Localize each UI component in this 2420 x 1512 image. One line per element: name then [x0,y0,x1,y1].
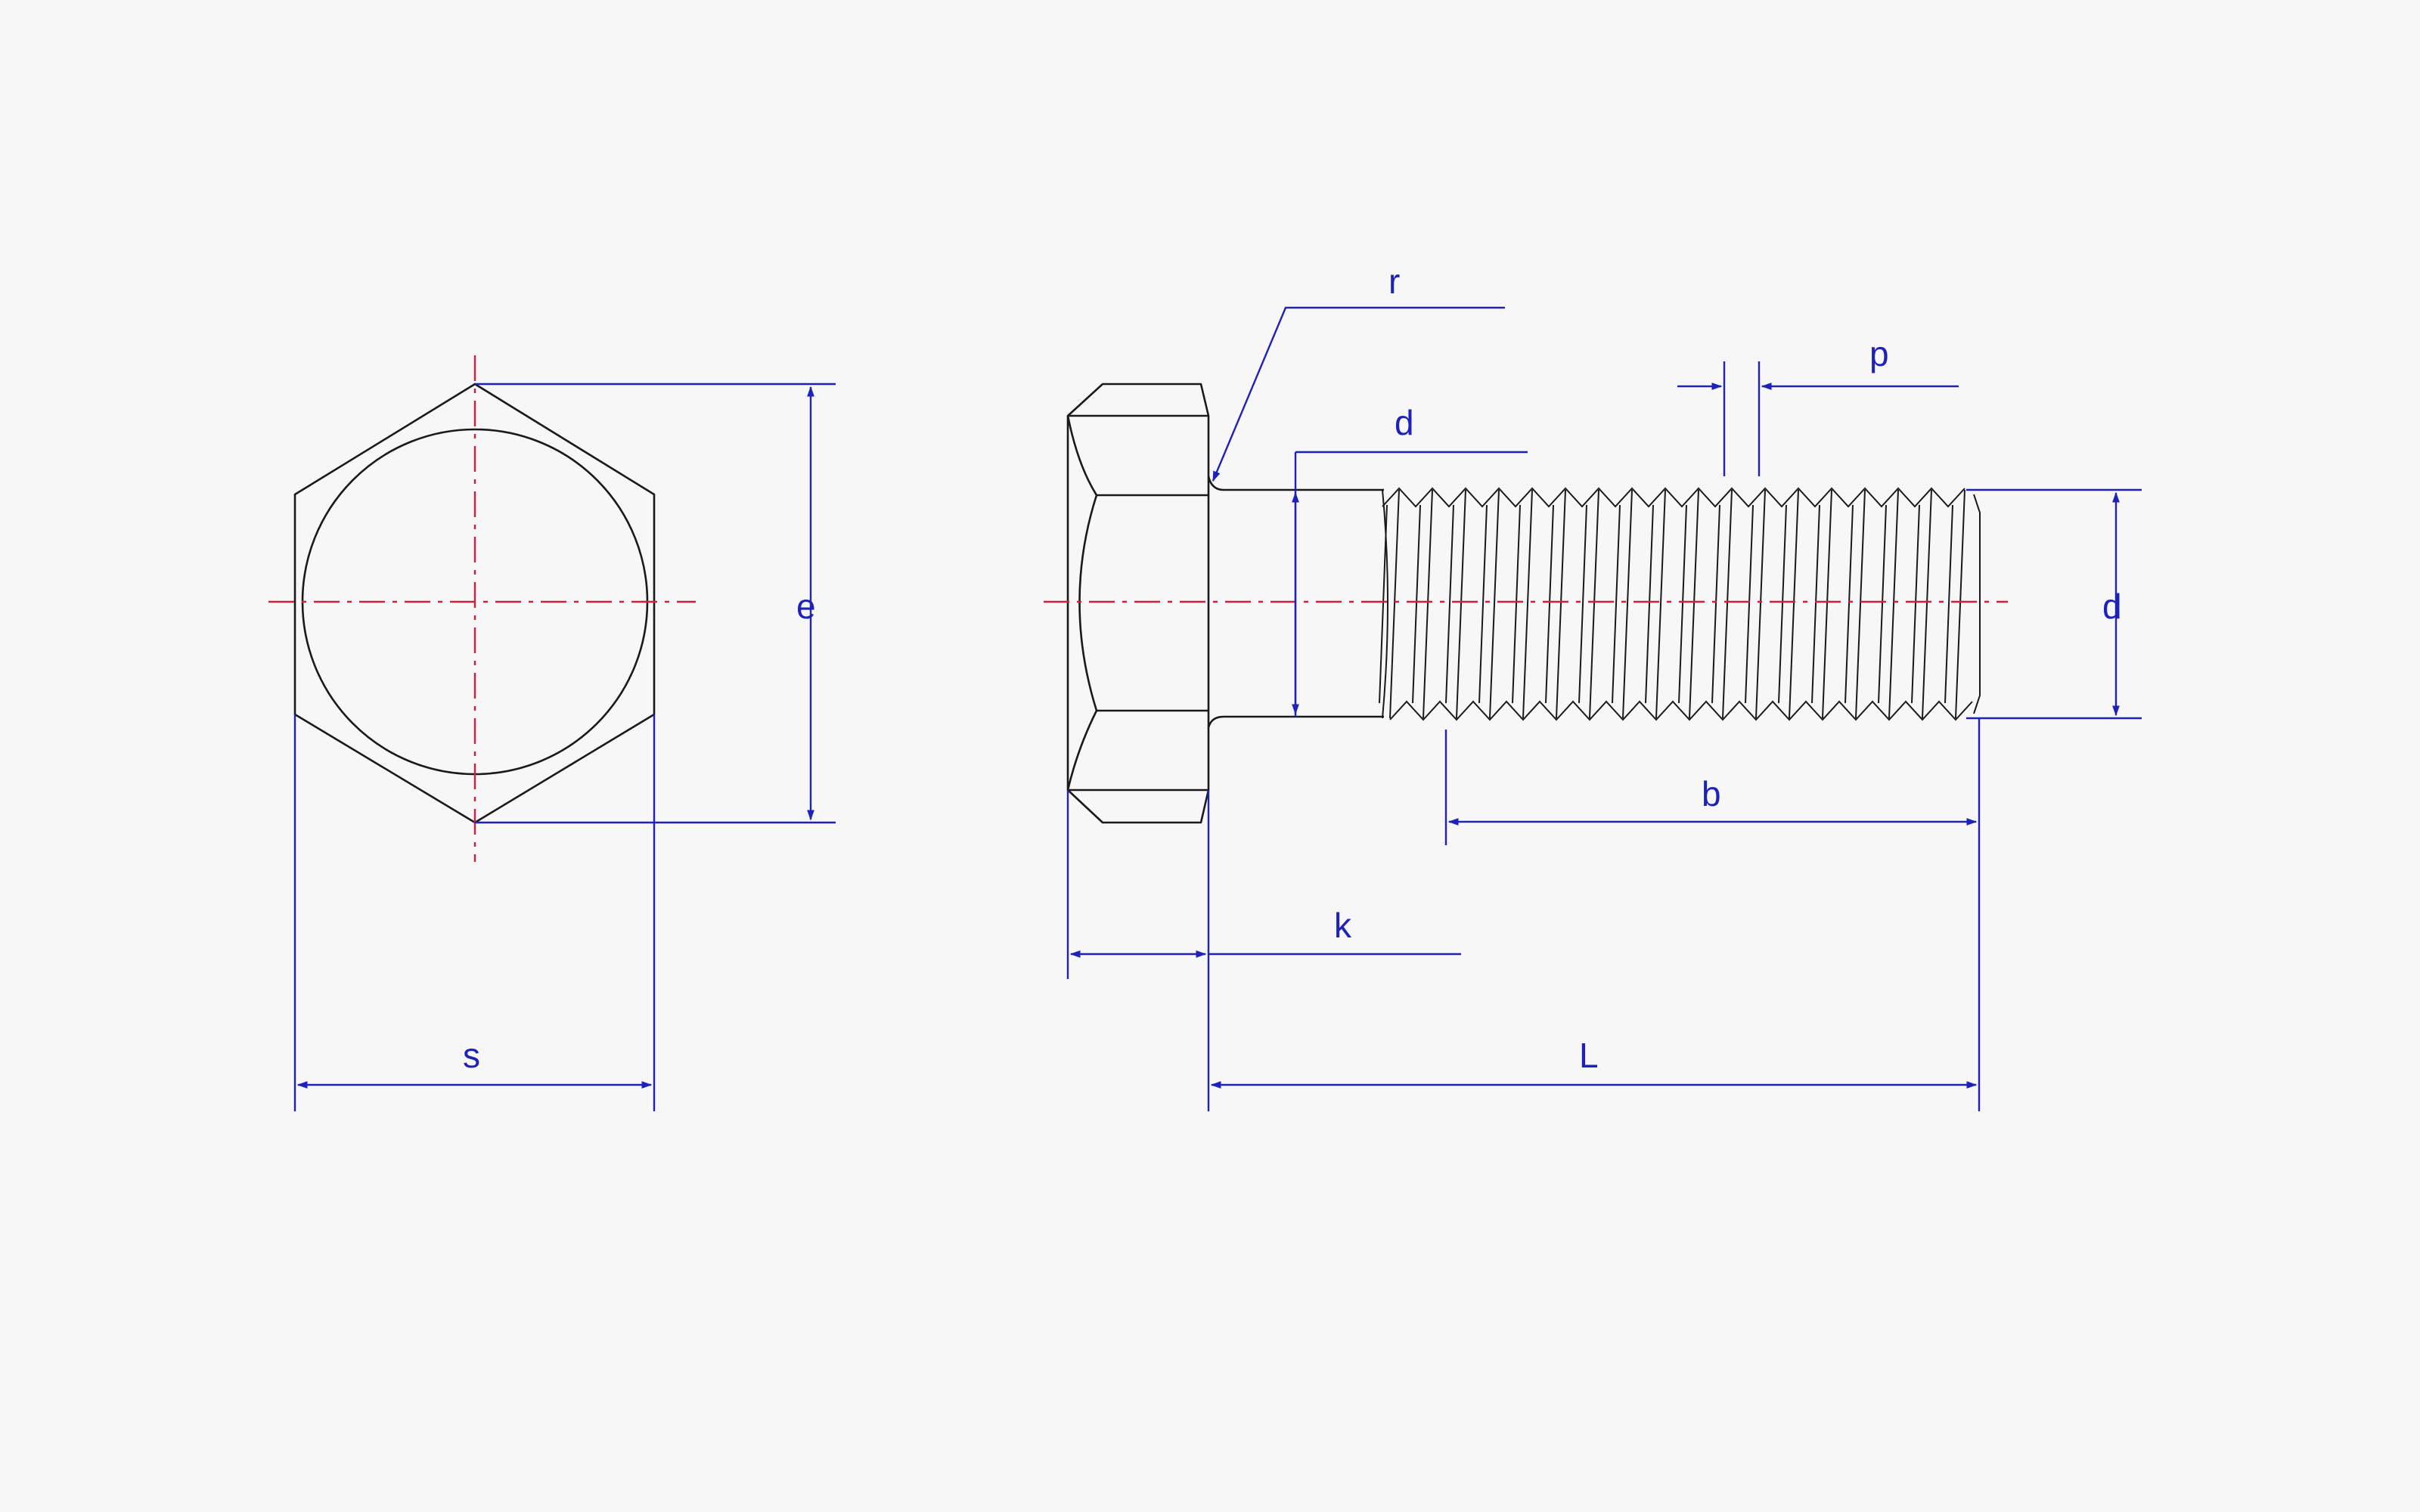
dimension-label-d-thread: d [2102,587,2122,626]
dimension-d-shank: d [1292,403,1528,717]
thread-root [1645,504,1654,704]
dimension-e: e [475,383,836,824]
dimension-label-e: e [796,587,816,626]
dimension-label-k: k [1334,906,1352,945]
thread-flank [1789,489,1799,719]
thread-flank [1389,489,1400,719]
thread-root [1911,504,1920,704]
thread-flank [1922,489,1932,719]
bolt-thread [1379,487,1981,721]
thread-flank [1456,489,1466,719]
thread-root [1944,504,1953,704]
thread-flank [1423,489,1433,719]
thread-flank [1722,489,1733,719]
thread-start-edge [1382,489,1388,719]
dimension-k: k [1066,790,1461,1111]
thread-flank [1822,489,1832,719]
hex-head-end-view [268,355,696,862]
thread-root [1478,504,1488,704]
thread-root [1811,504,1820,704]
dimension-r: r [1212,262,1505,482]
thread-root [1778,504,1787,704]
dimension-label-b: b [1702,774,1721,813]
bolt-head [1066,383,1210,824]
thread-crest-bottom [1389,700,1973,721]
dimension-s: s [293,714,656,1111]
bolt-end-chamfer [1973,494,1981,714]
thread-root [1445,504,1454,704]
dimension-label-p: p [1869,334,1889,373]
dimension-L: L [1210,1036,1978,1089]
thread-flank [1556,489,1566,719]
thread-flank [1655,489,1666,719]
dimension-label-r: r [1388,262,1400,301]
bolt-side-view [1044,383,2008,824]
thread-flank [1955,489,1965,719]
dimension-p: p [1677,334,1959,476]
thread-flank [1522,489,1533,719]
thread-root [1878,504,1887,704]
thread-root [1711,504,1720,704]
thread-flank [1755,489,1766,719]
thread-flank [1622,489,1633,719]
dimension-label-d-shank: d [1395,403,1414,442]
bolt-shank [1207,476,1384,728]
thread-flank [1855,489,1866,719]
thread-root [1745,504,1754,704]
dimension-b: b [1444,718,1981,1111]
dimension-d-thread: d [1966,488,2142,720]
thread-flank [1689,489,1699,719]
thread-crest-top [1382,487,1965,508]
thread-root [1412,504,1421,704]
dimension-label-L: L [1579,1036,1599,1075]
thread-flank [1888,489,1899,719]
thread-root [1844,504,1854,704]
thread-flank [1489,489,1500,719]
thread-root [1678,504,1687,704]
thread-root [1512,504,1521,704]
thread-root [1578,504,1587,704]
thread-flank [1589,489,1599,719]
thread-root [1545,504,1554,704]
thread-root [1612,504,1621,704]
dimension-label-s: s [463,1036,480,1075]
